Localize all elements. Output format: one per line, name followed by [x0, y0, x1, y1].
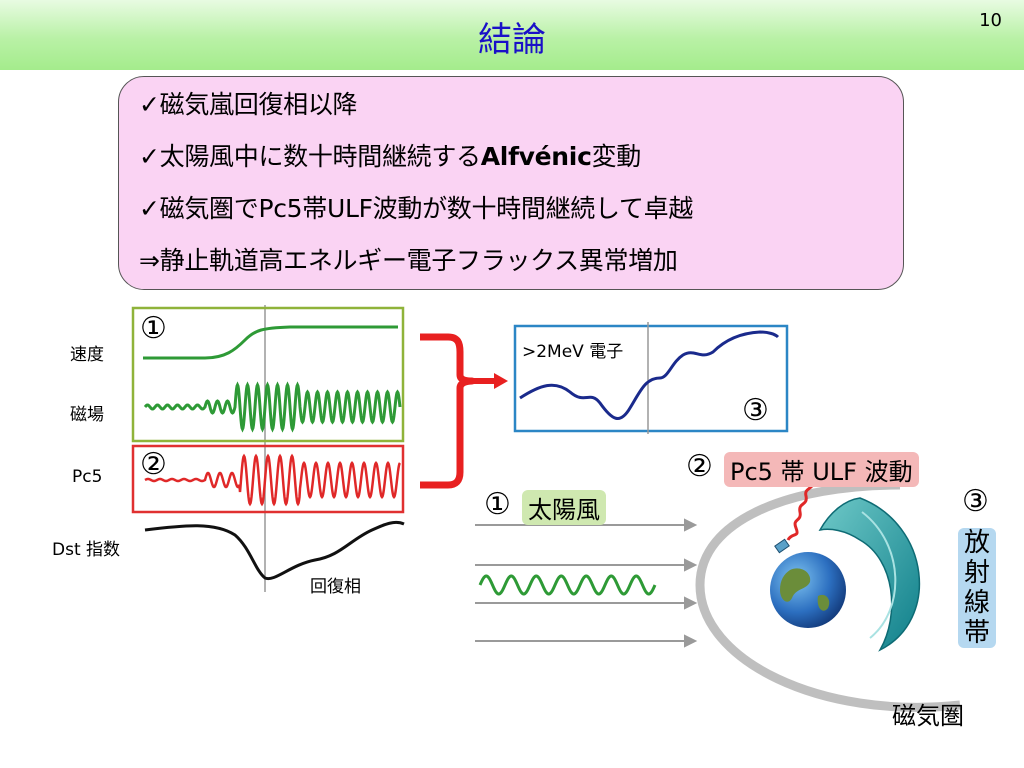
- label-pc5: Pc5: [72, 467, 103, 487]
- summary-line-2-text-c: 変動: [591, 142, 642, 171]
- pc5-wave: [144, 453, 401, 507]
- solar-wind-arrows: [475, 518, 698, 648]
- marker-1: ①: [140, 311, 167, 346]
- bracket: [420, 333, 476, 489]
- box-2-frame: [131, 444, 405, 514]
- label-field: 磁場: [70, 405, 104, 425]
- speed-curve: [143, 325, 398, 360]
- radiation-belt-char-2: 射: [963, 558, 990, 588]
- marker-2: ②: [140, 447, 167, 482]
- bracket-arrowhead: [494, 373, 508, 389]
- dst-curve: [144, 520, 405, 581]
- summary-line-2-alfvenic: Alfvénic: [480, 142, 592, 171]
- summary-line-3: ✓磁気圏でPc5帯ULF波動が数十時間継続して卓越: [139, 194, 694, 223]
- radiation-belt-char-1: 放: [963, 528, 990, 558]
- sw-arrow-3-head: [684, 596, 698, 610]
- radiation-belt-char-3: 線: [963, 588, 990, 618]
- electron-box-label: >2MeV 電子: [522, 342, 624, 362]
- marker-1-diagram: ①: [484, 487, 511, 522]
- ulf-wave-squiggle: [786, 481, 816, 541]
- sw-arrow-4-head: [684, 634, 698, 648]
- ulf-wave-label: Pc5 帯 ULF 波動: [724, 452, 919, 487]
- sw-arrow-2-head: [684, 558, 698, 572]
- page-number: 10: [979, 10, 1002, 31]
- sw-arrow-1-head: [684, 518, 698, 532]
- box-1-frame: [131, 306, 405, 443]
- solar-wind-wave: [478, 574, 657, 596]
- marker-3-diagram: ③: [962, 484, 989, 519]
- label-speed: 速度: [70, 345, 104, 365]
- marker-3-electron: ③: [742, 393, 769, 428]
- radiation-belt-char-4: 帯: [963, 618, 990, 648]
- label-dst: Dst 指数: [52, 540, 121, 560]
- radiation-belt-label: 放 射 線 帯: [958, 528, 996, 648]
- earth: [770, 552, 846, 628]
- field-wave: [143, 381, 402, 433]
- summary-box: ✓磁気嵐回復相以降 ✓太陽風中に数十時間継続するAlfvénic変動 ✓磁気圏で…: [118, 76, 904, 290]
- radiation-belt: [818, 497, 921, 652]
- solar-wind-label: 太陽風: [522, 490, 606, 525]
- summary-line-4: ⇒静止軌道高エネルギー電子フラックス異常増加: [139, 246, 678, 275]
- magnetopause-boundary: [695, 480, 961, 712]
- satellite: [774, 538, 790, 554]
- summary-line-2: ✓太陽風中に数十時間継続するAlfvénic変動: [139, 137, 641, 173]
- title-bar: [0, 0, 1024, 70]
- radiation-belt-inner: [861, 511, 897, 639]
- magnetosphere-label: 磁気圏: [892, 702, 964, 730]
- earth-land: [780, 568, 830, 611]
- marker-2-diagram: ②: [686, 449, 713, 484]
- summary-line-1: ✓磁気嵐回復相以降: [139, 90, 358, 119]
- summary-line-2-text-a: ✓太陽風中に数十時間継続する: [139, 142, 481, 171]
- page-title: 結論: [478, 20, 546, 60]
- label-recovery: 回復相: [310, 577, 361, 597]
